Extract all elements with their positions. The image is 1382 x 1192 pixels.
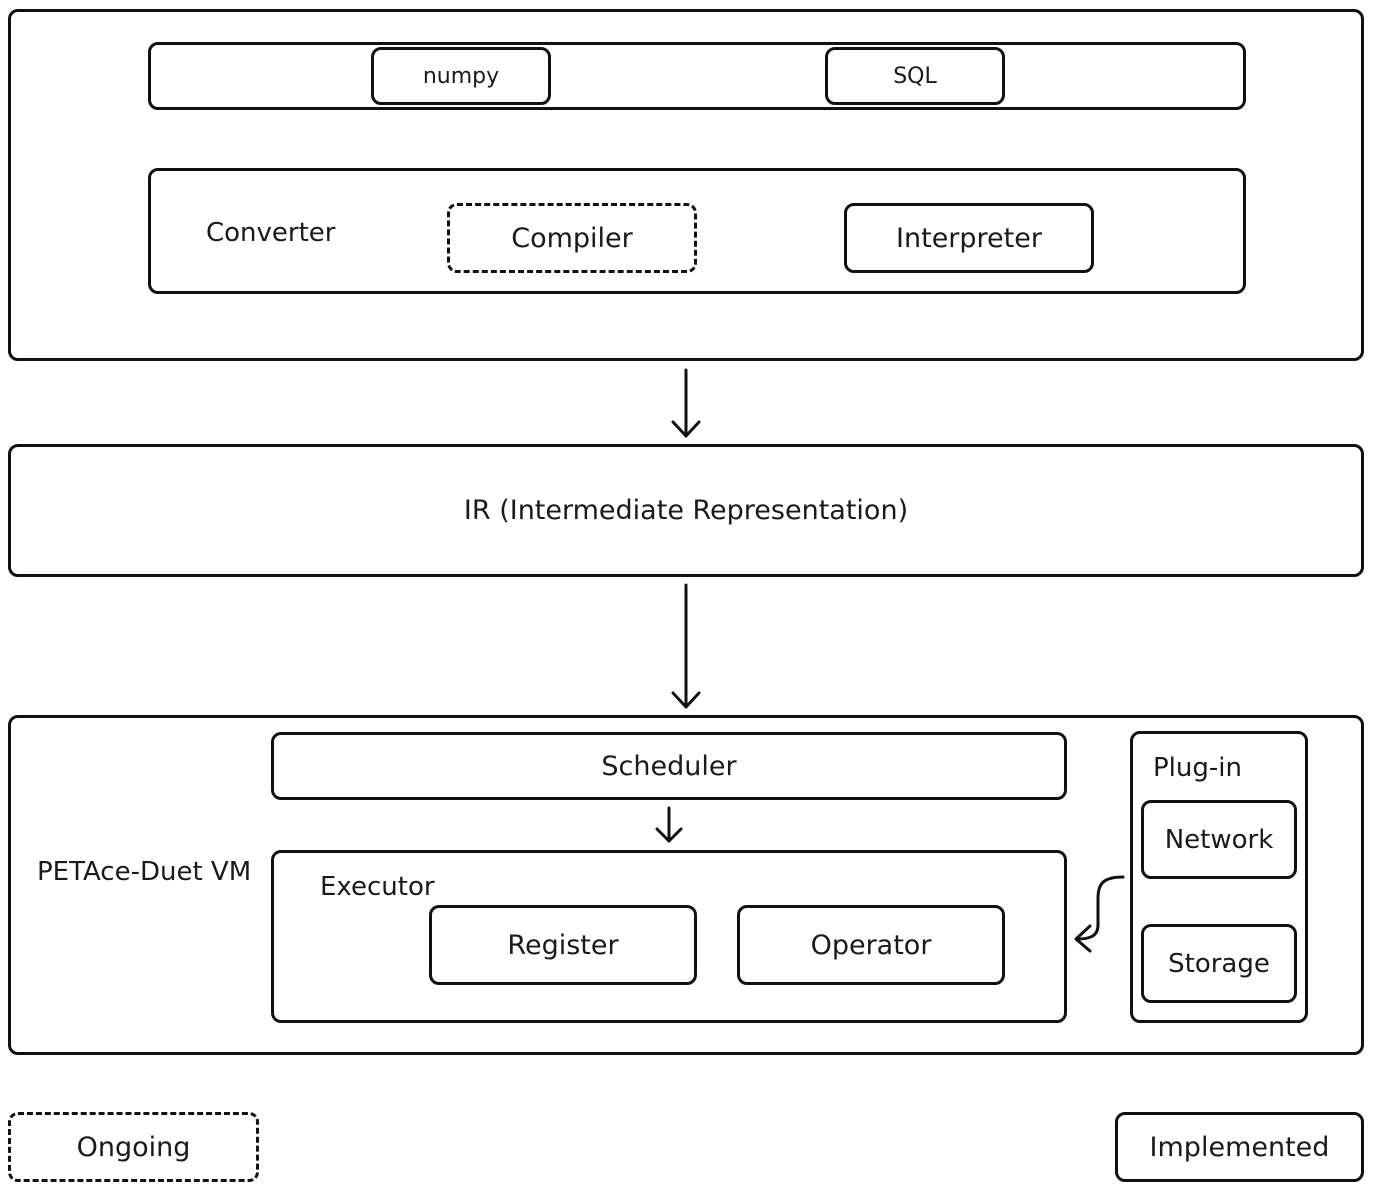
scheduler-box: Scheduler [271,732,1067,800]
executor-label: Executor [320,872,435,902]
legend-ongoing: Ongoing [8,1112,259,1182]
network-box: Network [1141,800,1297,879]
operator-label: Operator [810,929,932,961]
interpreter-box: Interpreter [844,203,1094,273]
legend-implemented: Implemented [1115,1112,1364,1182]
storage-label: Storage [1168,948,1270,979]
operator-box: Operator [737,905,1005,985]
scheduler-label: Scheduler [601,750,737,782]
network-label: Network [1164,824,1274,855]
compiler-label: Compiler [511,222,633,254]
ir-box: IR (Intermediate Representation) [8,444,1364,577]
languages-row [148,42,1246,110]
legend-implemented-label: Implemented [1149,1131,1330,1163]
ir-label: IR (Intermediate Representation) [463,495,909,526]
sql-label: SQL [893,63,937,89]
down-arrow-ir-vm [671,583,701,709]
numpy-label: numpy [422,63,500,89]
converter-label: Converter [206,218,336,248]
compiler-box: Compiler [447,203,697,273]
numpy-box: numpy [371,47,551,105]
interpreter-label: Interpreter [896,222,1042,254]
storage-box: Storage [1141,924,1297,1003]
vm-label: PETAce-Duet VM [37,857,252,887]
register-label: Register [507,929,619,961]
down-arrow-frontend-ir [671,368,701,438]
sql-box: SQL [825,47,1005,105]
legend-ongoing-label: Ongoing [76,1131,191,1163]
register-box: Register [429,905,697,985]
plugin-label: Plug-in [1153,753,1242,783]
